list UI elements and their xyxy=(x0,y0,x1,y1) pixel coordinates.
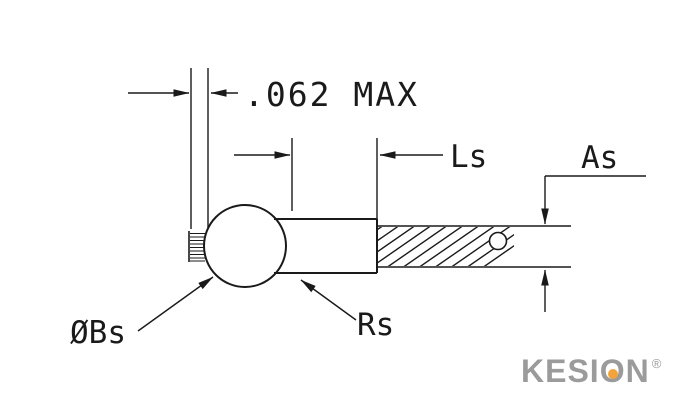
dimension-ls xyxy=(234,138,443,221)
label-as: As xyxy=(581,140,618,176)
logo-letter-o: O xyxy=(599,353,626,389)
dimension-as xyxy=(541,175,646,312)
shank-outline xyxy=(274,218,378,274)
shank-radius-leader xyxy=(300,279,357,321)
logo-text-n: N xyxy=(625,353,650,389)
dimension-062-max xyxy=(128,68,238,229)
cable-strands xyxy=(378,227,514,266)
label-obs: ØBs xyxy=(70,315,126,351)
logo-text-kesi: KESI xyxy=(521,353,600,389)
wire-protrusion xyxy=(188,231,205,262)
label-ls: Ls xyxy=(450,139,487,175)
registered-trademark-icon: ® xyxy=(651,356,663,371)
label-062-max: .062 MAX xyxy=(244,75,419,114)
ball-outline xyxy=(203,204,287,288)
label-rs: Rs xyxy=(357,307,394,343)
strand-end-circle xyxy=(488,231,508,251)
kesion-logo: KESION® xyxy=(521,353,663,390)
ball-diameter-leader xyxy=(137,276,214,332)
cable-outline xyxy=(377,225,571,268)
